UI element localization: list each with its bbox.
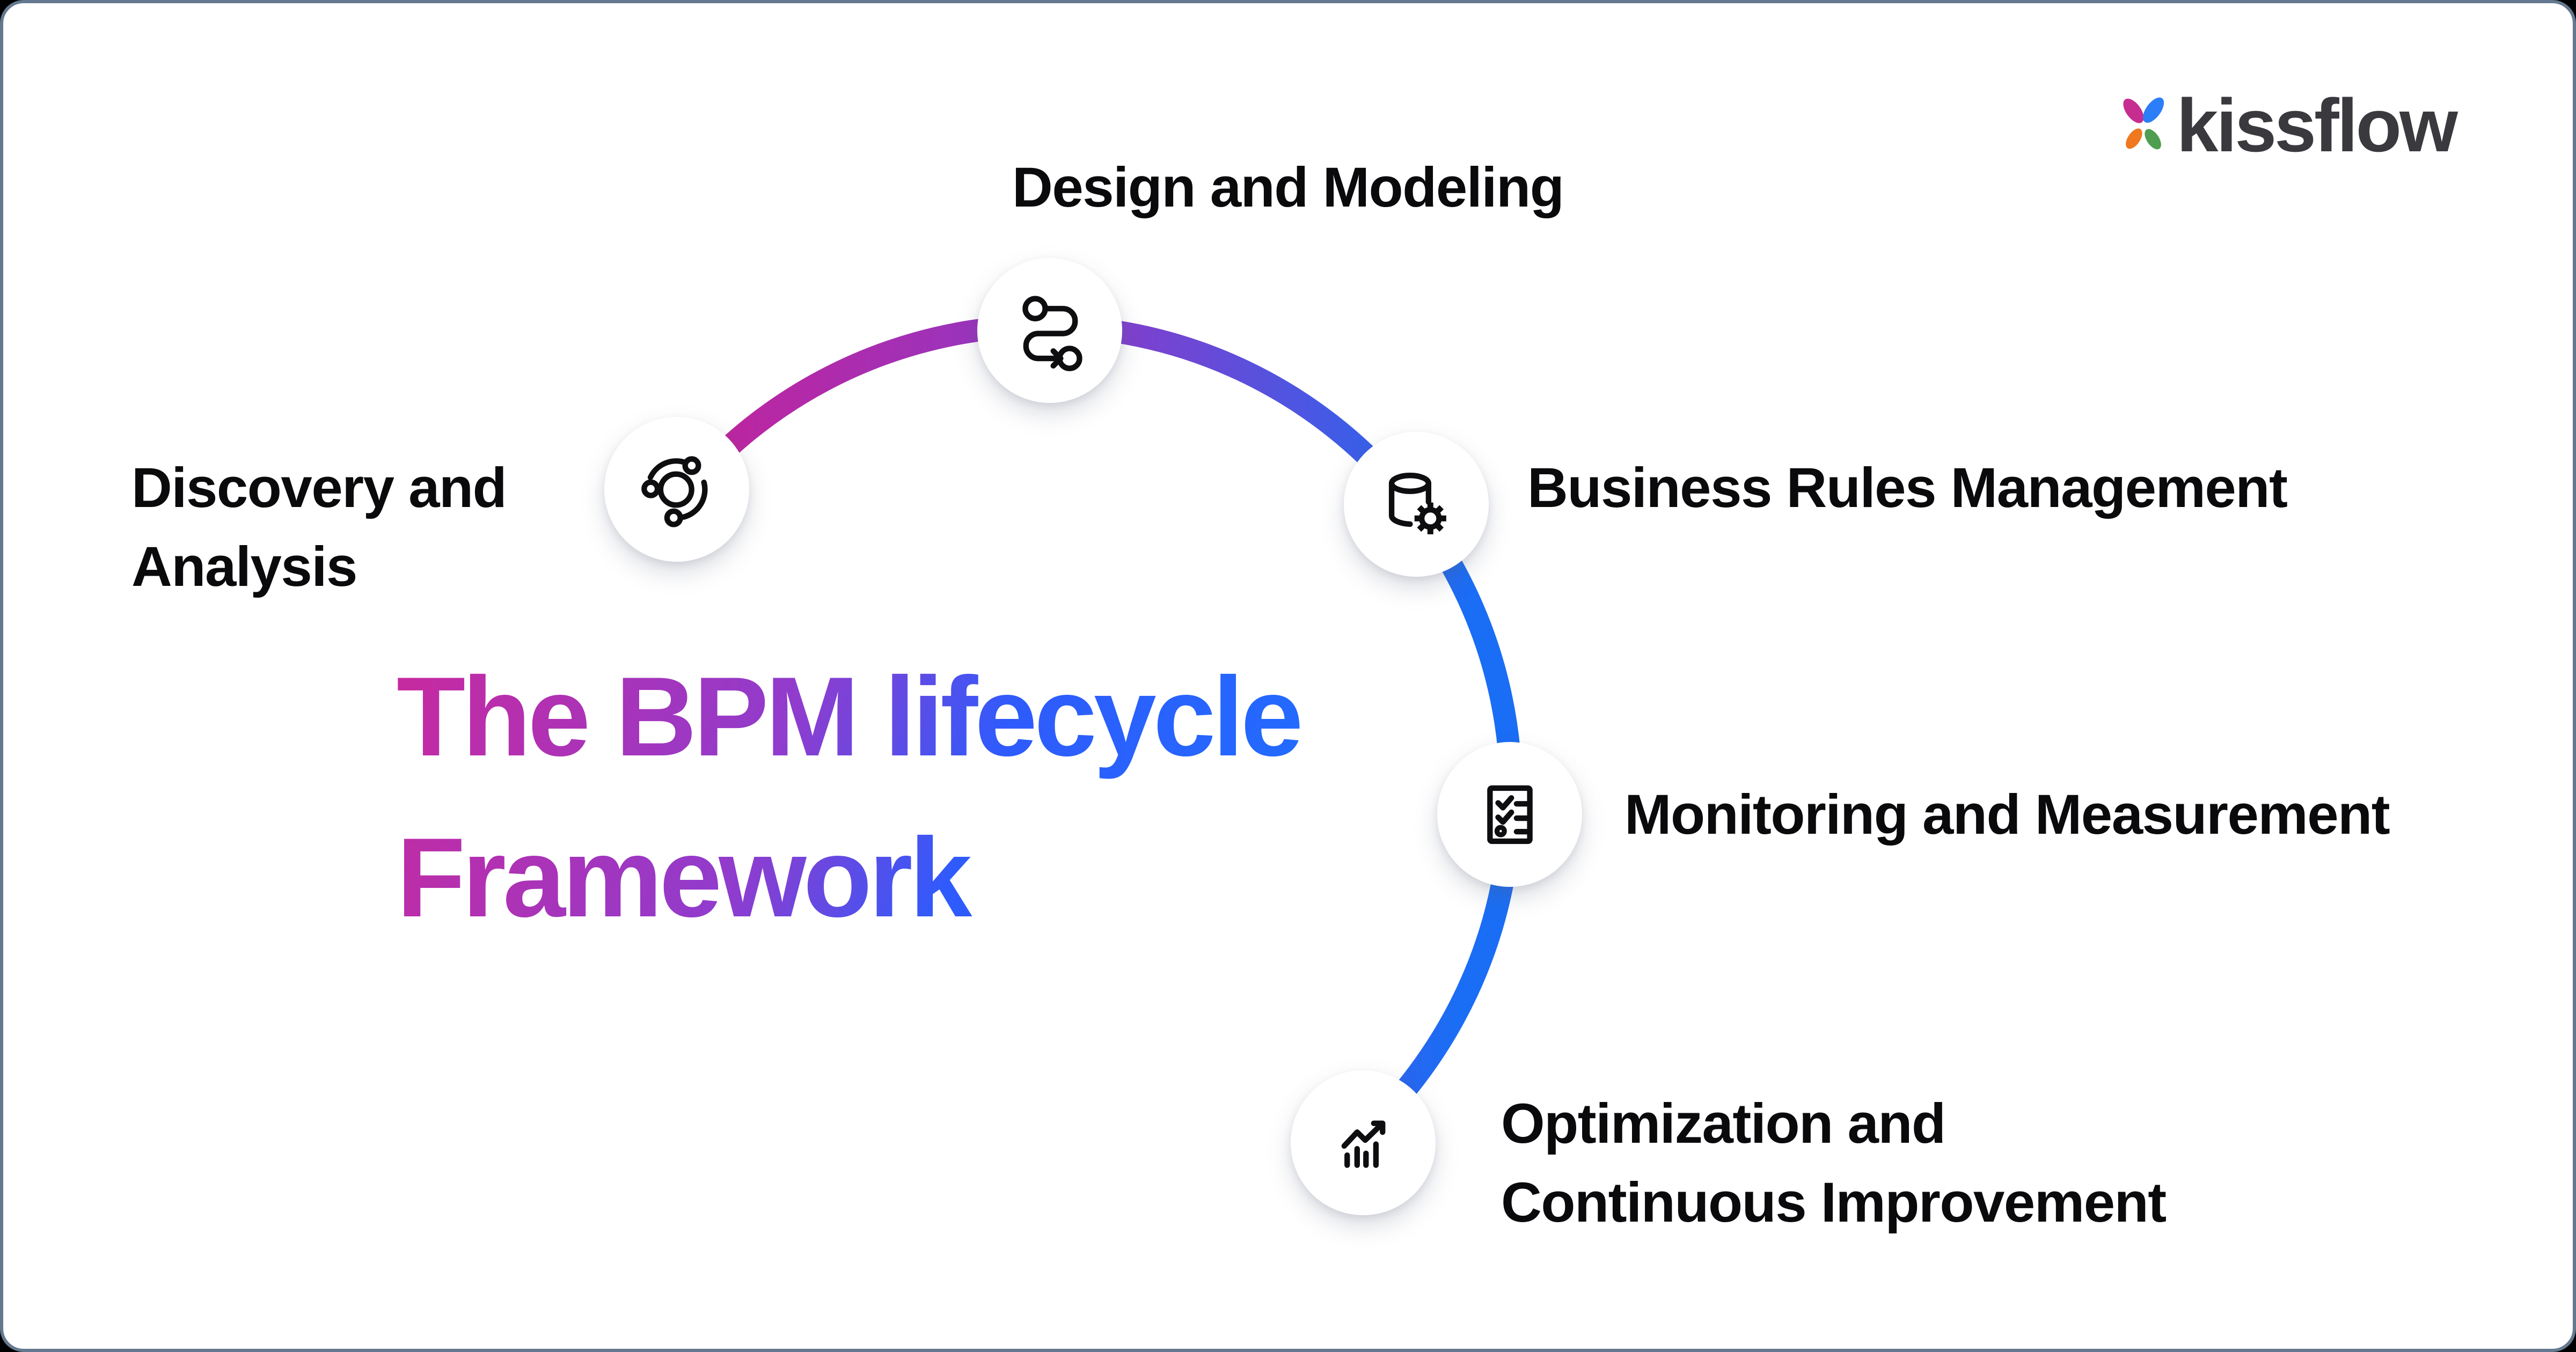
stage-label-discovery-line2: Analysis (131, 535, 357, 598)
stage-label-optimization-line1: Optimization and (1501, 1092, 1946, 1155)
page-title-line2: Framework (397, 814, 969, 941)
stage-label-design: Design and Modeling (1012, 156, 1564, 219)
stage-circle-monitoring (1437, 742, 1582, 887)
page-title-line1: The BPM lifecycle (397, 653, 1300, 780)
orbit-discovery-icon (641, 455, 708, 527)
stage-label-monitoring: Monitoring and Measurement (1624, 783, 2390, 846)
stage-label-discovery: Discovery and Analysis (131, 449, 507, 606)
stage-circle-business-rules (1344, 432, 1489, 577)
kissflow-mark-icon (2123, 97, 2164, 150)
stage-circle-design (977, 258, 1122, 403)
stage-circle-optimization (1291, 1070, 1436, 1215)
checklist-icon (1487, 785, 1533, 844)
stage-label-optimization-line2: Continuous Improvement (1501, 1171, 2167, 1234)
trend-up-chart-icon (1341, 1120, 1385, 1168)
database-gear-icon (1388, 472, 1446, 534)
stage-label-business-rules: Business Rules Management (1527, 457, 2288, 519)
stage-label-discovery-line1: Discovery and (131, 457, 507, 519)
kissflow-logo: kissflow (2121, 83, 2458, 167)
stage-label-optimization: Optimization and Continuous Improvement (1501, 1084, 2167, 1242)
stage-circle-discovery (604, 417, 749, 562)
kissflow-wordmark: kissflow (2176, 83, 2458, 167)
page-title: The BPM lifecycle Framework (397, 636, 1300, 959)
process-route-icon (1022, 296, 1082, 371)
